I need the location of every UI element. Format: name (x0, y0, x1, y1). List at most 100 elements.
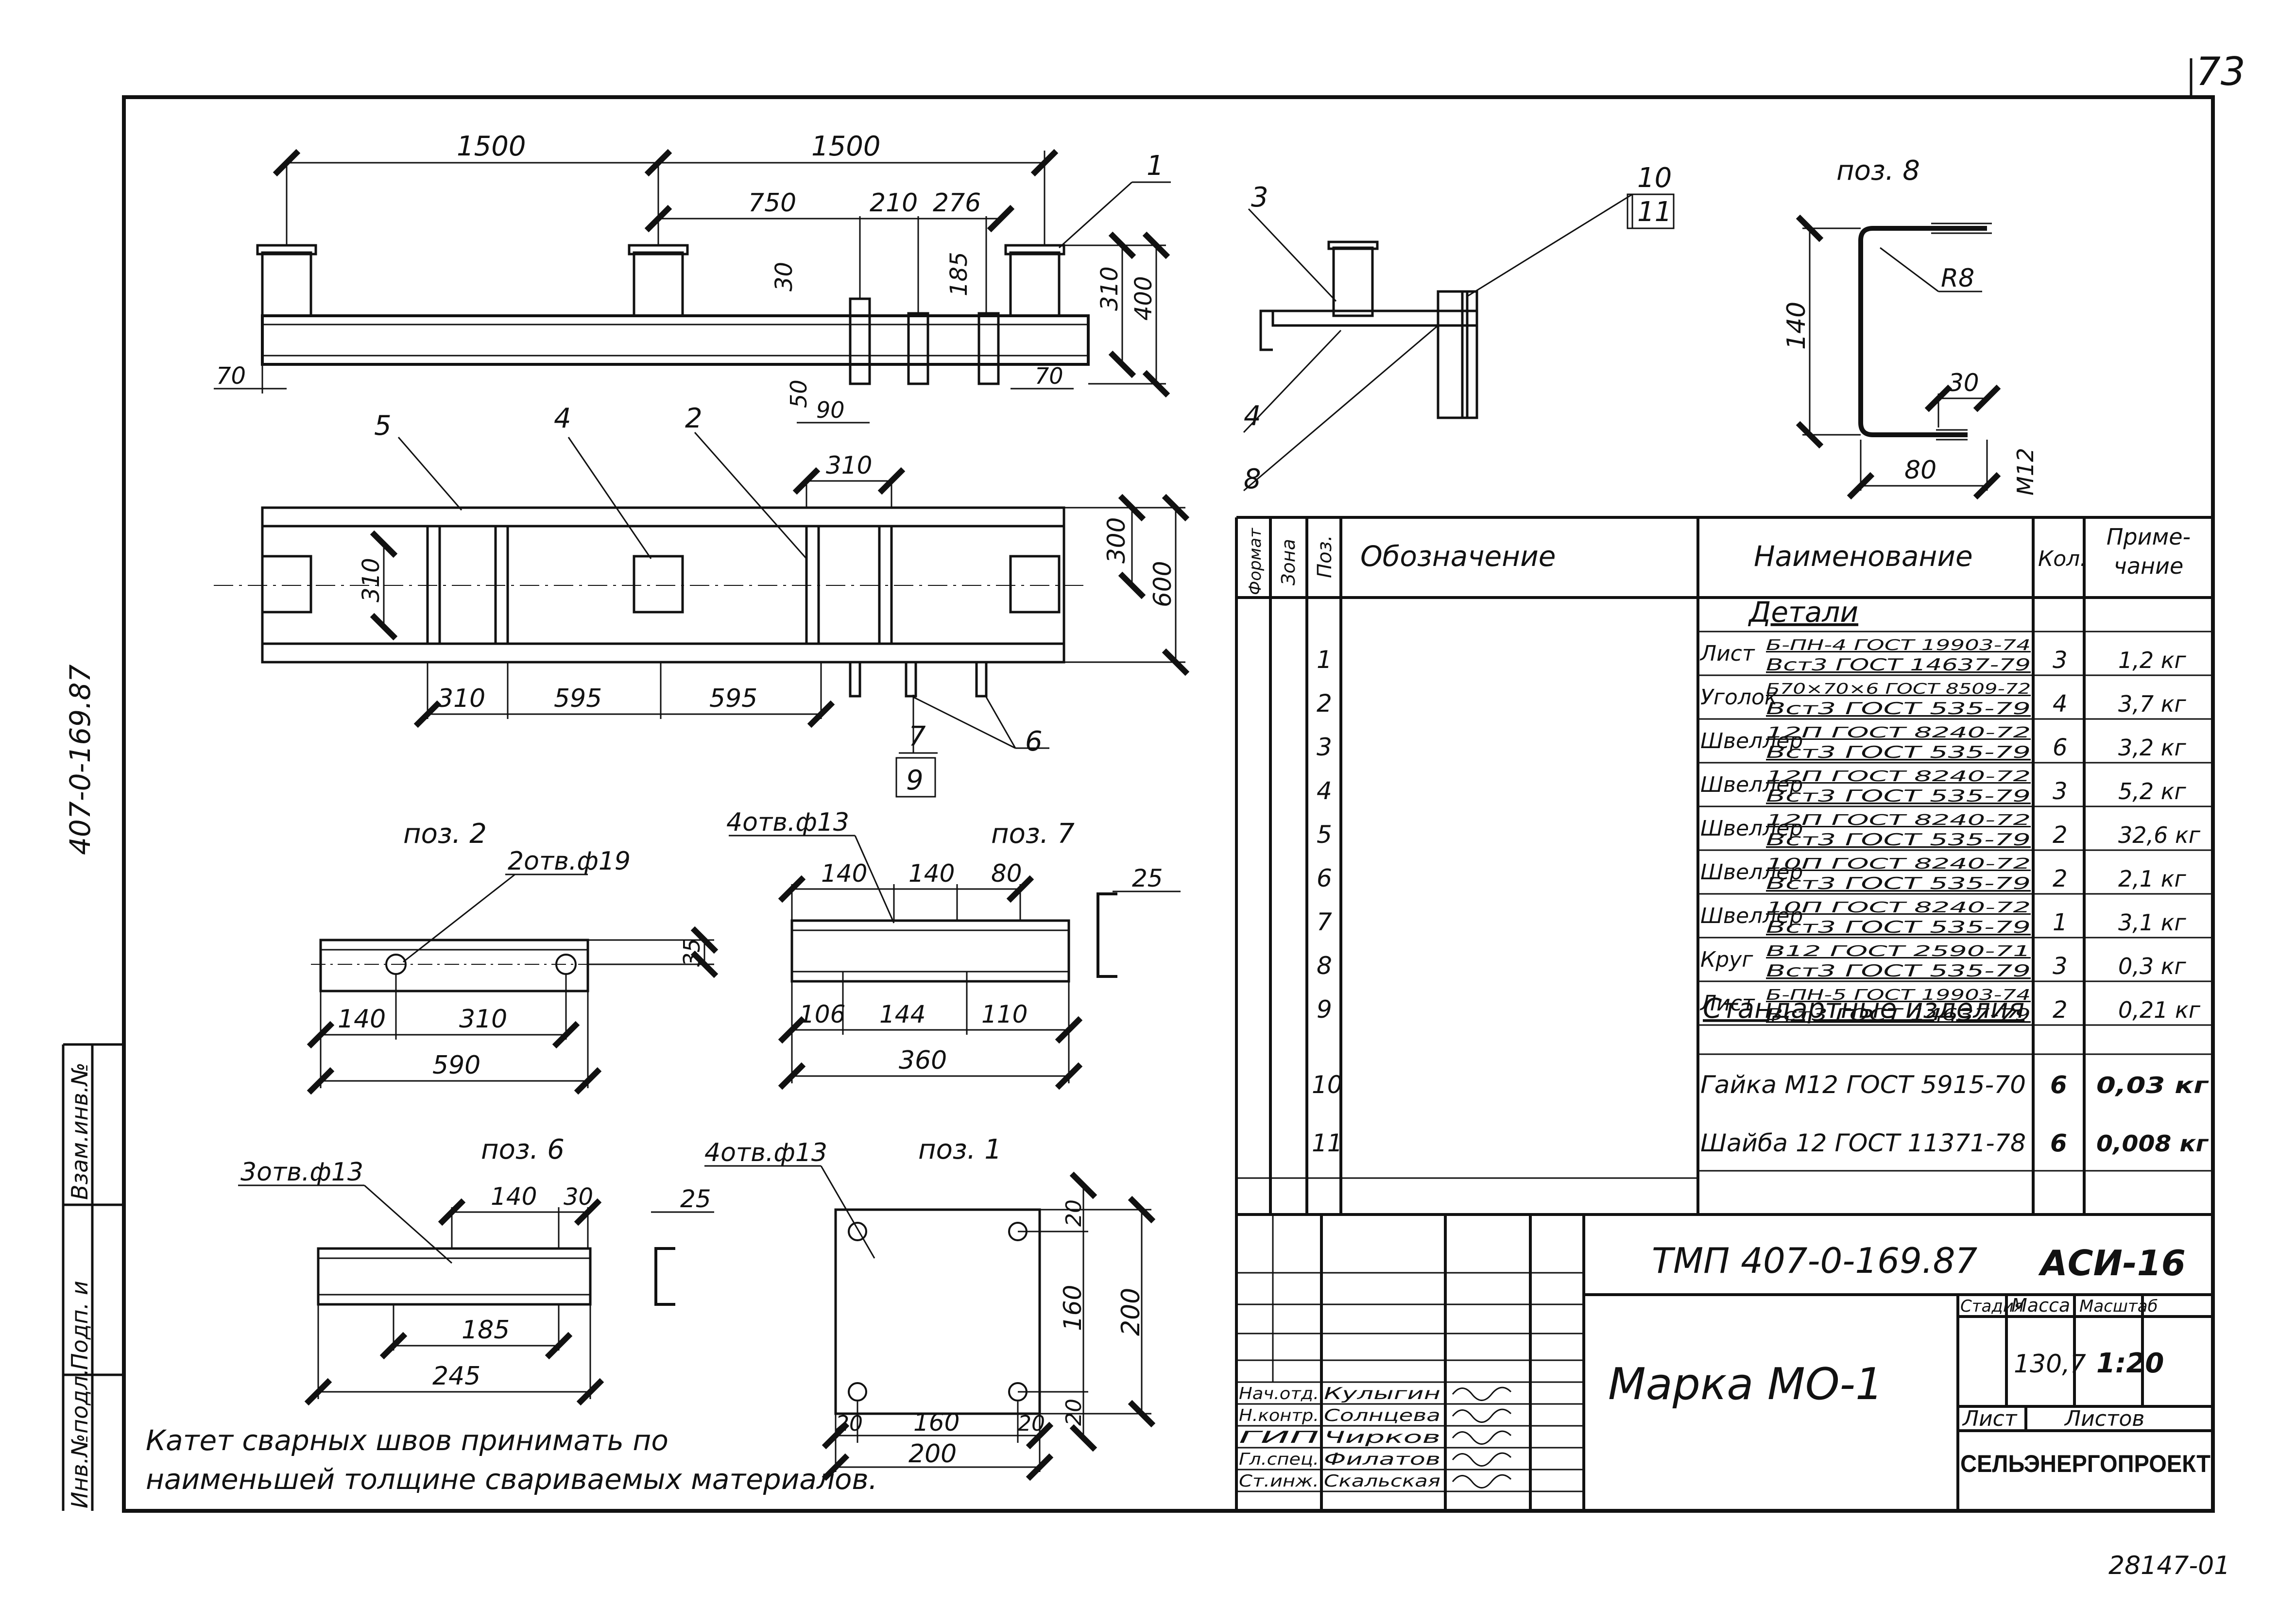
spec-row-spec2: Вст3 ГОСТ 14637-79 (1766, 1005, 2031, 1025)
weld-note: Катет сварных швов принимать по наименьш… (146, 1424, 877, 1496)
spec-row-spec1: 12П ГОСТ 8240-72 (1766, 812, 2031, 829)
spec-row-spec2: Вст3 ГОСТ 535-79 (1766, 830, 2031, 850)
pos8-dim-m12: M12 (2012, 448, 2039, 496)
section-callout-3: 3 (1251, 182, 1268, 213)
spec-row-spec1: Б-ПН-5 ГОСТ 19903-74 (1766, 987, 2031, 1004)
side-stamp: 407-0-169.87 Взам.инв.№ Подп. и Инв.№под… (64, 664, 97, 1508)
signer-role: Н.контр. (1239, 1406, 1319, 1425)
section-standard-label: Стандартные изделия (1703, 993, 2024, 1025)
signer-name: Скальская (1324, 1471, 1440, 1491)
pos7-dim-144: 144 (879, 1000, 925, 1028)
dim-70-left: 70 (216, 362, 246, 390)
pos2-dim-590: 590 (432, 1051, 480, 1080)
scale-value: 1:20 (2096, 1348, 2164, 1379)
spec-row-name: Лист (1699, 641, 1755, 666)
pos7-detail: поз. 7 4отв.ф13 140 140 80 106 144 (726, 808, 1181, 1090)
dim-30: 30 (771, 262, 798, 291)
mass-value: 130,7 (2014, 1350, 2086, 1379)
pos1-dim-160-v: 160 (1059, 1285, 1087, 1331)
mark-title: Марка МО-1 (1608, 1359, 1883, 1410)
section-callout-8: 8 (1244, 463, 1261, 495)
sheet-label: Лист (1962, 1406, 2018, 1431)
sheets-label: Листов (2064, 1406, 2144, 1431)
pos2-dim-140: 140 (338, 1005, 386, 1034)
spec-row-spec2: Вст3 ГОСТ 14637-79 (1766, 655, 2031, 675)
callout-6: 6 (1025, 726, 1043, 757)
spec-row-note: 5,2 кг (2118, 778, 2187, 804)
callout-9: 9 (906, 765, 924, 796)
section-callout-10: 10 (1637, 162, 1672, 194)
weld-note-line-1: Катет сварных швов принимать по (146, 1424, 668, 1457)
pos7-dim-80: 80 (991, 859, 1022, 888)
spec-row-spec1: 10П ГОСТ 8240-72 (1766, 855, 2031, 872)
signer-role: Гл.спец. (1239, 1450, 1319, 1469)
plan-dim-top-310: 310 (826, 451, 872, 479)
header-note: Приме-чание (2106, 524, 2191, 579)
pos2-title: поз. 2 (403, 818, 487, 850)
pos2-dim-35: 35 (679, 938, 705, 967)
spec-row-qty: 1 (2053, 909, 2068, 936)
pos1-title: поз. 1 (918, 1134, 1002, 1165)
pos1-dim-20-bot: 20 (1062, 1399, 1086, 1426)
weld-note-line-2: наименьшей толщине свариваемых материало… (146, 1463, 877, 1496)
pos2-dim-310: 310 (459, 1005, 507, 1034)
signer-name: Филатов (1324, 1450, 1440, 1469)
std-row-qty: 6 (2050, 1129, 2067, 1157)
stage-header: Стадия (1960, 1297, 2023, 1316)
spec-row-note: 32,6 кг (2118, 822, 2201, 848)
pos1-dim-160-h: 160 (913, 1408, 960, 1437)
spec-row-note: 3,1 кг (2118, 909, 2187, 936)
spec-row-name: Швеллер (1700, 904, 1803, 928)
pos6-dim-245: 245 (432, 1362, 480, 1391)
spec-row-qty: 2 (2053, 821, 2068, 849)
scale-header: Масштаб (2079, 1297, 2158, 1316)
dim-1500-right: 1500 (811, 131, 881, 162)
spec-row-spec1: 12П ГОСТ 8240-72 (1766, 724, 2031, 741)
std-row-note: 0,03 кг (2096, 1072, 2209, 1098)
pos1-detail: поз. 1 4отв.ф13 20 160 20 200 20 160 (704, 1134, 1156, 1481)
pos7-dim-360: 360 (899, 1046, 947, 1075)
pos6-title: поз. 6 (481, 1134, 565, 1165)
doc-code-vertical: 407-0-169.87 (64, 664, 97, 855)
spec-row-name: Лист (1699, 991, 1755, 1016)
spec-row-name: Швеллер (1700, 816, 1803, 841)
signature-mark (1452, 1430, 1512, 1445)
pos1-hole-note: 4отв.ф13 (704, 1138, 827, 1167)
spec-row-spec2: Вст3 ГОСТ 535-79 (1766, 699, 2031, 718)
spec-row-pos: 4 (1317, 777, 1332, 805)
std-row-qty: 6 (2050, 1071, 2067, 1099)
spec-row-note: 0,3 кг (2118, 953, 2187, 979)
section-details-label: Детали (1748, 596, 1858, 629)
vzam-label: Взам.инв.№ (67, 1062, 93, 1200)
inv-label: Инв.№подл. (67, 1369, 93, 1508)
callout-4: 4 (554, 403, 571, 434)
organization: СЕЛЬЭНЕРГОПРОЕКТ (1960, 1450, 2210, 1477)
pos1-dim-200-v: 200 (1116, 1288, 1146, 1336)
plan-dim-300: 300 (1102, 517, 1131, 564)
doc-number: ТМП 407-0-169.87 (1652, 1240, 1977, 1281)
spec-row-pos: 8 (1317, 952, 1332, 980)
header-designation: Обозначение (1360, 540, 1556, 573)
spec-row-spec2: Вст3 ГОСТ 535-79 (1766, 874, 2031, 893)
spec-row-spec2: Вст3 ГОСТ 535-79 (1766, 787, 2031, 806)
spec-row-qty: 6 (2053, 734, 2068, 761)
signer-role: ГИП (1239, 1428, 1319, 1447)
spec-row-note: 3,7 кг (2118, 691, 2187, 717)
pos2-hole-note: 2отв.ф19 (508, 847, 631, 876)
section-view: 3 4 8 10 11 (1243, 162, 1675, 495)
plan-dim-bottom-595a: 595 (554, 684, 602, 713)
pos7-dim-25: 25 (1132, 864, 1163, 892)
mass-header: Масса (2011, 1295, 2070, 1316)
spec-row-pos: 1 (1317, 646, 1332, 674)
callout-1: 1 (1147, 150, 1164, 182)
signer-name: Чирков (1324, 1428, 1440, 1447)
spec-row-qty: 3 (2053, 953, 2068, 980)
pos7-hole-note: 4отв.ф13 (726, 808, 849, 837)
spec-table: Формат Зона Поз. Обозначение Наименовани… (1235, 516, 2213, 1216)
spec-row-spec1: Б-ПН-4 ГОСТ 19903-74 (1766, 637, 2031, 654)
pos8-title: поз. 8 (1836, 155, 1920, 187)
dim-1500-left: 1500 (457, 131, 526, 162)
